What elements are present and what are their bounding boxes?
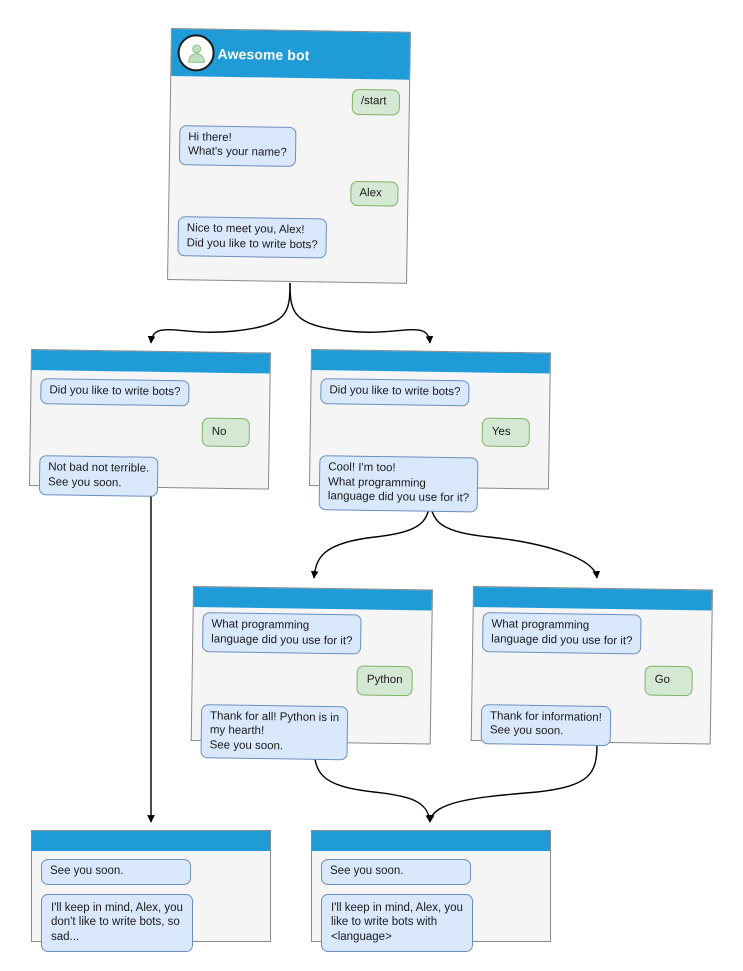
user-message-bubble[interactable]: Yes <box>481 417 531 448</box>
bot-message-bubble: Not bad not terrible. See you soon. <box>38 455 159 497</box>
chat-card-root: Awesome bot /start Hi there! What's your… <box>167 28 411 284</box>
message-row: Did you like to write bots? <box>40 378 260 407</box>
message-row: Not bad not terrible. See you soon. <box>38 455 260 498</box>
message-row: Thank for information! See you soon. <box>480 703 702 747</box>
bot-message-bubble: What programming language did you use fo… <box>482 612 642 655</box>
message-row: Yes <box>320 415 540 448</box>
node-end-yes[interactable]: See you soon. I'll keep in mind, Alex, y… <box>311 830 551 952</box>
chat-header-end-no <box>32 831 270 851</box>
person-avatar-icon <box>177 34 215 72</box>
bot-message-bubble: I'll keep in mind, Alex, you like to wri… <box>321 893 473 952</box>
node-go-branch[interactable]: What programming language did you use fo… <box>470 586 713 746</box>
message-row: Hi there! What's your name? <box>178 124 400 168</box>
node-root[interactable]: Awesome bot /start Hi there! What's your… <box>167 28 411 284</box>
message-row: Alex <box>178 178 399 207</box>
node-yes-branch[interactable]: Did you like to write bots? Yes Cool! I'… <box>308 349 551 512</box>
edge-go-to-end-yes <box>426 743 598 823</box>
message-row: I'll keep in mind, Alex, you like to wri… <box>321 893 541 952</box>
edge-root-to-yes <box>289 282 434 344</box>
user-message-bubble[interactable]: Python <box>356 665 413 696</box>
node-no-branch[interactable]: Did you like to write bots? No Not bad n… <box>28 349 271 497</box>
message-row: No <box>40 415 260 448</box>
message-row: /start <box>180 86 401 116</box>
chat-body-yes-branch: Did you like to write bots? Yes Cool! I'… <box>309 370 549 523</box>
user-message-bubble[interactable]: /start <box>351 88 401 116</box>
node-python-branch[interactable]: What programming language did you use fo… <box>190 586 433 761</box>
chat-body-end-yes: See you soon. I'll keep in mind, Alex, y… <box>312 851 550 962</box>
bot-message-bubble: Thank for all! Python is in my hearth! S… <box>200 703 349 761</box>
message-row: See you soon. <box>41 859 261 885</box>
chat-card-python-branch: What programming language did you use fo… <box>190 586 433 761</box>
message-row: Go <box>481 663 701 696</box>
bot-message-bubble: What programming language did you use fo… <box>202 612 362 655</box>
user-message-bubble[interactable]: Alex <box>350 180 399 207</box>
message-row: Nice to meet you, Alex! Did you like to … <box>177 216 398 259</box>
bot-name-label: Awesome bot <box>217 45 310 63</box>
chat-card-end-yes: See you soon. I'll keep in mind, Alex, y… <box>311 830 551 952</box>
message-row: Cool! I'm too! What programming language… <box>318 455 540 513</box>
bot-message-bubble: Cool! I'm too! What programming language… <box>318 455 479 512</box>
chat-header-root: Awesome bot <box>171 29 410 80</box>
message-row: What programming language did you use fo… <box>482 612 703 655</box>
chat-body-root: /start Hi there! What's your name? Alex … <box>168 76 409 270</box>
chat-card-yes-branch: Did you like to write bots? Yes Cool! I'… <box>308 349 551 512</box>
bot-message-bubble: Thank for information! See you soon. <box>480 703 612 746</box>
chat-card-end-no: See you soon. I'll keep in mind, Alex, y… <box>31 830 271 952</box>
message-row: Python <box>201 663 421 696</box>
chat-card-no-branch: Did you like to write bots? No Not bad n… <box>28 349 271 497</box>
message-row: Thank for all! Python is in my hearth! S… <box>200 703 421 762</box>
chat-header-end-yes <box>312 831 550 851</box>
bot-message-bubble: Did you like to write bots? <box>320 378 470 406</box>
user-message-bubble[interactable]: Go <box>644 665 693 696</box>
chat-body-end-no: See you soon. I'll keep in mind, Alex, y… <box>32 851 270 962</box>
node-end-no[interactable]: See you soon. I'll keep in mind, Alex, y… <box>31 830 271 952</box>
bot-message-bubble: Nice to meet you, Alex! Did you like to … <box>177 216 328 259</box>
bot-message-bubble: See you soon. <box>41 859 191 885</box>
message-row: I'll keep in mind, Alex, you don't like … <box>41 893 261 952</box>
chat-body-python-branch: What programming language did you use fo… <box>191 607 431 772</box>
bot-message-bubble: I'll keep in mind, Alex, you don't like … <box>41 893 193 952</box>
chat-body-no-branch: Did you like to write bots? No Not bad n… <box>30 370 270 509</box>
message-row: See you soon. <box>321 859 541 885</box>
user-message-bubble[interactable]: No <box>201 417 251 448</box>
bot-message-bubble: Hi there! What's your name? <box>178 124 297 167</box>
message-row: Did you like to write bots? <box>320 378 540 407</box>
edge-root-to-no <box>147 282 291 344</box>
message-row: What programming language did you use fo… <box>202 612 423 655</box>
chat-card-go-branch: What programming language did you use fo… <box>470 586 713 746</box>
bot-message-bubble: See you soon. <box>321 859 471 885</box>
chat-body-go-branch: What programming language did you use fo… <box>472 607 712 757</box>
bot-message-bubble: Did you like to write bots? <box>40 378 190 406</box>
